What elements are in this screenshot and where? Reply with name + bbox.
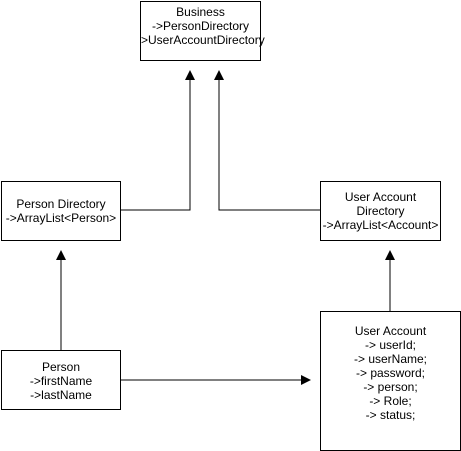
user-account-directory-attr-list: ->ArrayList<Account> bbox=[322, 218, 439, 232]
person-title: Person bbox=[41, 360, 81, 374]
user-account-node: User Account -> userId; -> userName; -> … bbox=[320, 311, 461, 451]
user-account-attr-user-id: -> userId; bbox=[364, 338, 417, 352]
person-node: Person ->firstName ->lastName bbox=[1, 350, 121, 410]
person-directory-node: Person Directory ->ArrayList<Person> bbox=[1, 181, 121, 241]
business-title: Business bbox=[176, 5, 225, 19]
user-account-attr-user-name: -> userName; bbox=[353, 352, 428, 366]
user-account-title: User Account bbox=[354, 324, 427, 338]
user-account-attr-status: -> status; bbox=[365, 408, 416, 422]
business-attr-user-account-directory: >UserAccountDirectory bbox=[141, 33, 265, 47]
edge-user-account-directory-to-business bbox=[214, 70, 320, 211]
business-node: Business ->PersonDirectory >UserAccountD… bbox=[140, 1, 265, 61]
user-account-attr-person: -> person; bbox=[363, 380, 418, 394]
person-directory-attr-list: ->ArrayList<Person> bbox=[5, 211, 117, 225]
person-attr-last-name: ->lastName bbox=[30, 388, 92, 402]
edge-person-directory-to-business bbox=[121, 70, 195, 211]
user-account-attr-password: -> password; bbox=[355, 366, 426, 380]
user-account-directory-title-line-1: User Account bbox=[344, 190, 417, 204]
user-account-directory-node: User Account Directory ->ArrayList<Accou… bbox=[320, 181, 441, 241]
user-account-attr-role: -> Role; bbox=[369, 394, 412, 408]
person-directory-title: Person Directory bbox=[16, 197, 106, 211]
business-attr-person-directory: ->PersonDirectory bbox=[151, 19, 250, 33]
person-attr-first-name: ->firstName bbox=[29, 374, 93, 388]
user-account-directory-title-line-2: Directory bbox=[356, 204, 405, 218]
